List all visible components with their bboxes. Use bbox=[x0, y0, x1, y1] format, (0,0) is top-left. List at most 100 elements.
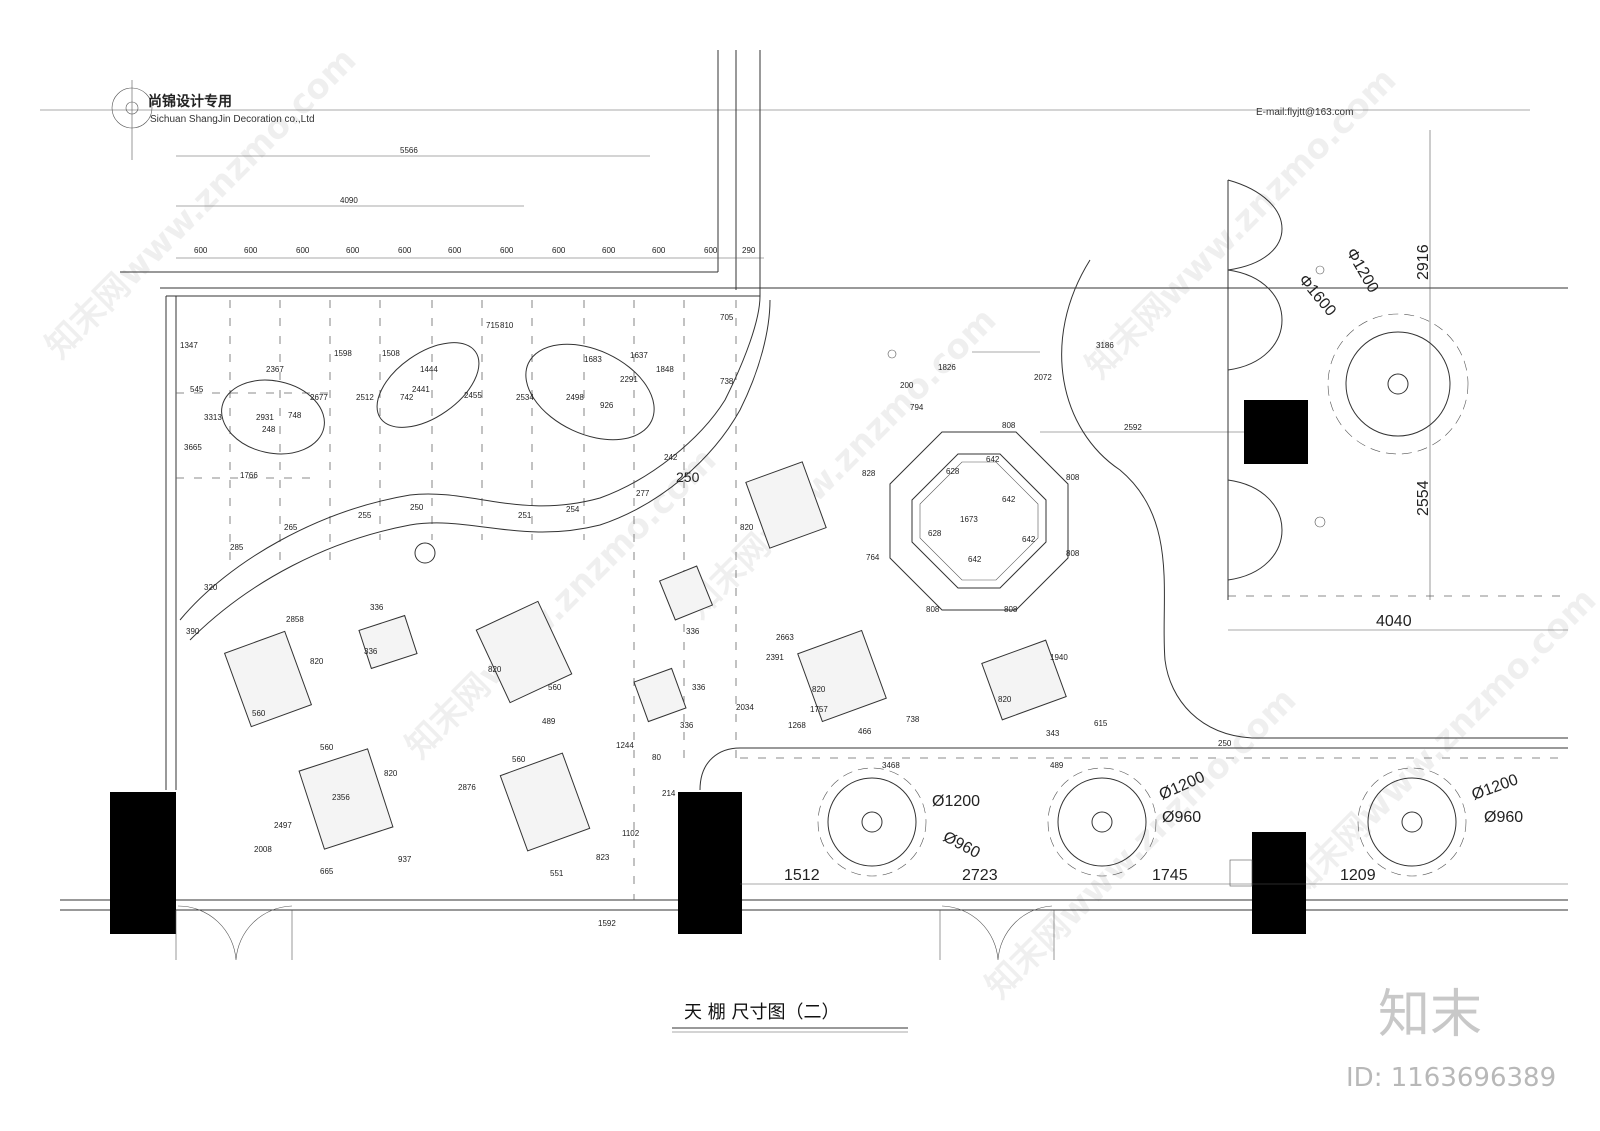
curved-bulkhead bbox=[179, 295, 761, 621]
dim-label: 1940 bbox=[1050, 653, 1068, 662]
dim-label: 560 bbox=[320, 743, 334, 752]
watermark-text: 知末网www.znzmo.com bbox=[1078, 60, 1404, 386]
dim-label: 1826 bbox=[938, 363, 956, 372]
dim-label: 705 bbox=[720, 313, 734, 322]
pendant-light-icon bbox=[1091, 811, 1113, 833]
column bbox=[1252, 832, 1306, 934]
dim-label: 1102 bbox=[622, 829, 640, 838]
brand-id: ID: 1163696389 bbox=[1346, 1063, 1556, 1093]
dim-label: 820 bbox=[488, 665, 502, 674]
dim-label: 3313 bbox=[204, 413, 222, 422]
dim-label: 2455 bbox=[464, 391, 482, 400]
switch-plate bbox=[1229, 859, 1253, 887]
ellipse-ceiling bbox=[376, 342, 480, 428]
dim-label: 2072 bbox=[1034, 373, 1052, 382]
dim-label: Ø960 bbox=[940, 829, 983, 862]
dim-label: 1592 bbox=[598, 919, 616, 928]
dim-label: 794 bbox=[910, 403, 924, 412]
dim-label: 2916 bbox=[1415, 244, 1432, 280]
dim-label: 600 bbox=[500, 246, 514, 255]
title-block-header: 尚锦设计专用 Sichuan ShangJin Decoration co.,L… bbox=[40, 80, 1530, 160]
dim-label: 1598 bbox=[334, 349, 352, 358]
dim-label: 242 bbox=[664, 453, 678, 462]
dim-label: 3186 bbox=[1096, 341, 1114, 350]
dim-label: 2034 bbox=[736, 703, 754, 712]
dim-label: 551 bbox=[550, 869, 564, 878]
dim-label: 285 bbox=[230, 543, 244, 552]
dim-label: 1268 bbox=[788, 721, 806, 730]
dim-label: 600 bbox=[602, 246, 616, 255]
company-name-cn: 尚锦设计专用 bbox=[148, 93, 232, 109]
dim-label: 1637 bbox=[630, 351, 648, 360]
dim-label: 336 bbox=[692, 683, 706, 692]
dim-label: Φ1600 bbox=[1295, 272, 1339, 320]
dim-label: 2663 bbox=[776, 633, 794, 642]
dim-label: 937 bbox=[398, 855, 412, 864]
dim-label: 466 bbox=[858, 727, 872, 736]
dim-label: 343 bbox=[1046, 729, 1060, 738]
ceiling-panel bbox=[358, 614, 418, 670]
octagon-ceiling: 200 1826 2072 3186 794 808 628 642 642 1… bbox=[862, 341, 1244, 614]
column bbox=[678, 792, 742, 934]
dim-label: 820 bbox=[812, 685, 826, 694]
dim-label: 764 bbox=[866, 553, 880, 562]
dim-label: 3665 bbox=[184, 443, 202, 452]
dim-label: 600 bbox=[296, 246, 310, 255]
dim-label: 600 bbox=[552, 246, 566, 255]
dim-label: 4040 bbox=[1376, 613, 1412, 630]
light-fixture-icon bbox=[414, 542, 436, 564]
column bbox=[1244, 400, 1308, 464]
dim-label: 560 bbox=[512, 755, 526, 764]
ceiling-panel bbox=[475, 600, 573, 704]
ceiling-panel bbox=[658, 565, 714, 621]
dim-label: 336 bbox=[370, 603, 384, 612]
dim-label: 250 bbox=[410, 503, 424, 512]
dim-label: 1766 bbox=[240, 471, 258, 480]
dim-label: Ø960 bbox=[1484, 809, 1523, 826]
dim-label: 390 bbox=[186, 627, 200, 636]
left-ceiling-features: 1347 3313 3665 545 2367 1766 2931 748 26… bbox=[179, 295, 771, 641]
dim-label: 3468 bbox=[882, 761, 900, 770]
dim-label: 1673 bbox=[960, 515, 978, 524]
dim-label: 560 bbox=[252, 709, 266, 718]
dim-label: 1512 bbox=[784, 867, 820, 884]
ellipse-ceiling bbox=[525, 343, 655, 441]
dim-label: 600 bbox=[704, 246, 718, 255]
dim-label: 2291 bbox=[620, 375, 638, 384]
right-ceiling-features: 2916 2554 4040 Φ1200 Φ1600 250 bbox=[1061, 130, 1568, 887]
watermark-text: 知末网www.znzmo.com bbox=[678, 300, 1004, 626]
company-name-en: Sichuan ShangJin Decoration co.,Ltd bbox=[150, 114, 315, 125]
dim-label: 926 bbox=[600, 401, 614, 410]
dim-label: 642 bbox=[968, 555, 982, 564]
downlight-icon bbox=[887, 349, 897, 359]
top-dimension-chain: 5566 4090 600 600 600 600 600 600 600 60… bbox=[176, 146, 764, 259]
dim-label: 214 bbox=[662, 789, 676, 798]
dim-label: 2592 bbox=[1124, 423, 1142, 432]
dim-label: 820 bbox=[310, 657, 324, 666]
dim-label: 200 bbox=[900, 381, 914, 390]
dim-label: 600 bbox=[194, 246, 208, 255]
dim-label: 2931 bbox=[256, 413, 274, 422]
dim-label: 489 bbox=[542, 717, 556, 726]
dim-label: 808 bbox=[1002, 421, 1016, 430]
drawing-title-block: 天 棚 尺寸图（二） bbox=[672, 1002, 908, 1033]
ceiling-panel bbox=[797, 629, 887, 723]
round-ceiling-inner bbox=[1345, 331, 1451, 437]
dim-label: 628 bbox=[946, 467, 960, 476]
ceiling-panel bbox=[633, 667, 687, 723]
dim-label: 820 bbox=[740, 523, 754, 532]
dim-label: 290 bbox=[742, 246, 756, 255]
dim-label: 254 bbox=[566, 505, 580, 514]
dim-label: 820 bbox=[998, 695, 1012, 704]
dim-label: 251 bbox=[518, 511, 532, 520]
dim-label: 2367 bbox=[266, 365, 284, 374]
dim-label: 600 bbox=[346, 246, 360, 255]
dim-label: 336 bbox=[680, 721, 694, 730]
company-email: E-mail:flyjtt@163.com bbox=[1256, 107, 1353, 118]
dim-label: 2534 bbox=[516, 393, 534, 402]
dim-label: 628 bbox=[928, 529, 942, 538]
dim-label: 738 bbox=[720, 377, 734, 386]
dim-label: 2723 bbox=[962, 867, 998, 884]
dim-label: 823 bbox=[596, 853, 610, 862]
dim-label: 1848 bbox=[656, 365, 674, 374]
